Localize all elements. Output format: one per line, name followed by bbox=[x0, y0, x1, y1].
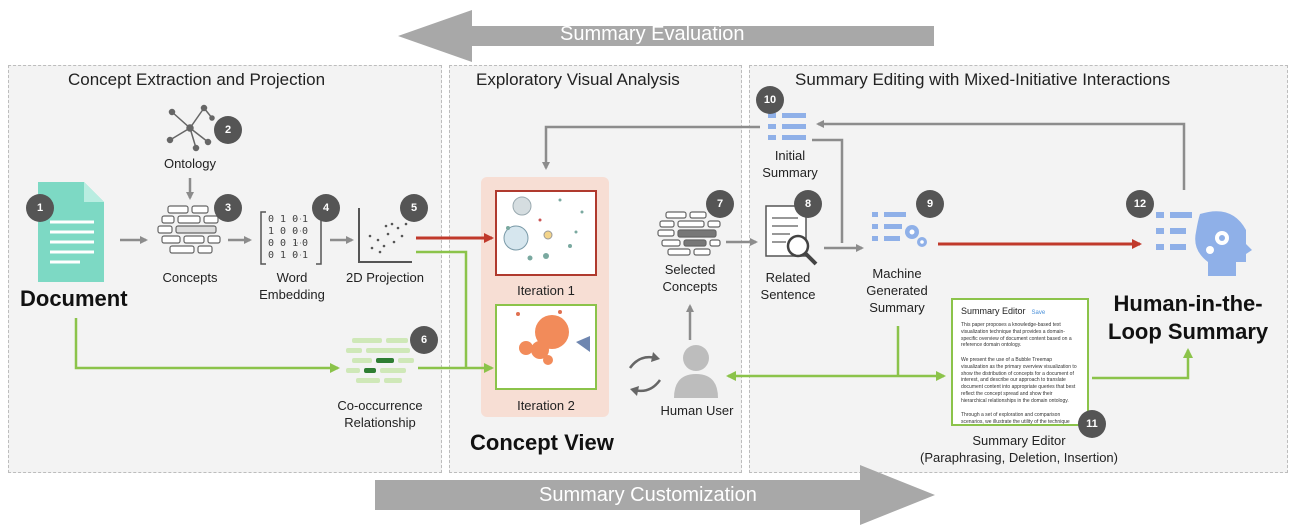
step-badge-6: 6 bbox=[410, 326, 438, 354]
selected-concepts-label: Selected Concepts bbox=[662, 262, 718, 294]
svg-text:1: 1 bbox=[302, 214, 308, 225]
human-user-label: Human User bbox=[660, 403, 734, 418]
ontology-label: Ontology bbox=[163, 156, 217, 171]
hitl-summary-label: Human-in-the- Loop Summary bbox=[1108, 291, 1269, 344]
concepts-icon bbox=[157, 205, 221, 254]
machine-summary-label: Machine Generated Summary bbox=[866, 266, 928, 315]
concepts-label: Concepts bbox=[162, 270, 218, 285]
initial-summary-label: Initial Summary bbox=[762, 148, 818, 180]
svg-text:1: 1 bbox=[302, 250, 308, 261]
projection-icon bbox=[358, 208, 412, 263]
document-icon bbox=[38, 182, 104, 282]
step-badge-7: 7 bbox=[706, 190, 734, 218]
step-badge-3: 3 bbox=[214, 194, 242, 222]
selected-concepts-icon bbox=[657, 211, 721, 256]
svg-text:0 1 0: 0 1 0 bbox=[268, 214, 298, 225]
word-embedding-label: Word Embedding bbox=[259, 270, 325, 302]
cycle-arrows-icon bbox=[628, 355, 662, 393]
step-badge-1: 1 bbox=[26, 194, 54, 222]
related-sentence-label: Related Sentence bbox=[760, 270, 816, 302]
svg-text:0: 0 bbox=[302, 238, 308, 249]
step-badge-9: 9 bbox=[916, 190, 944, 218]
iteration1-bubbles bbox=[503, 196, 584, 261]
iteration2-label: Iteration 2 bbox=[517, 398, 575, 413]
iteration1-label: Iteration 1 bbox=[517, 283, 575, 298]
panel-title-left: Concept Extraction and Projection bbox=[68, 70, 326, 89]
document-label: Document bbox=[20, 286, 128, 311]
machine-summary-icon bbox=[872, 212, 927, 247]
summary-customization-arrow bbox=[375, 465, 935, 525]
panel-title-right: Summary Editing with Mixed-Initiative In… bbox=[795, 70, 1171, 89]
editor-paragraph-1[interactable]: This paper proposes a knowledge-based te… bbox=[961, 322, 1072, 349]
step-badge-12: 12 bbox=[1126, 190, 1154, 218]
ontology-icon bbox=[166, 104, 215, 152]
step-badge-11: 11 bbox=[1078, 410, 1106, 438]
iteration2-bubbles bbox=[516, 310, 590, 365]
related-sentence-icon bbox=[765, 205, 818, 266]
projection-label: 2D Projection bbox=[345, 270, 425, 285]
step-badge-8: 8 bbox=[794, 190, 822, 218]
editor-save-link[interactable]: Save bbox=[1031, 310, 1046, 316]
concept-view-label: Concept View bbox=[470, 430, 614, 455]
summary-evaluation-arrow bbox=[398, 10, 934, 62]
human-user-icon bbox=[674, 345, 718, 398]
panel-title-middle: Exploratory Visual Analysis bbox=[476, 70, 680, 89]
summary-editor-label: Summary Editor (Paraphrasing, Deletion, … bbox=[920, 433, 1118, 465]
svg-text:0 1 0: 0 1 0 bbox=[268, 250, 298, 261]
editor-paragraph-2[interactable]: We present the use of a Bubble Treemap v… bbox=[961, 357, 1077, 404]
step-badge-5: 5 bbox=[400, 194, 428, 222]
hitl-summary-icon bbox=[1156, 211, 1252, 276]
cooccurrence-label: Co-occurrence Relationship bbox=[337, 398, 423, 430]
summary-editor-panel[interactable]: Summary Editor Save This paper proposes a… bbox=[951, 298, 1089, 426]
summary-evaluation-label: Summary Evaluation bbox=[560, 23, 745, 45]
editor-paragraph-3[interactable]: Through a set of exploration and compari… bbox=[961, 412, 1070, 425]
editor-title: Summary Editor bbox=[961, 306, 1026, 316]
svg-text:0 0 1: 0 0 1 bbox=[268, 238, 298, 249]
panel-summary-editing bbox=[749, 65, 1288, 473]
initial-summary-icon bbox=[768, 113, 806, 140]
step-badge-4: 4 bbox=[312, 194, 340, 222]
summary-customization-label: Summary Customization bbox=[539, 484, 757, 506]
svg-text:0: 0 bbox=[302, 226, 308, 237]
cooccurrence-icon bbox=[346, 338, 414, 383]
svg-text:1 0 0: 1 0 0 bbox=[268, 226, 298, 237]
step-badge-10: 10 bbox=[756, 86, 784, 114]
step-badge-2: 2 bbox=[214, 116, 242, 144]
